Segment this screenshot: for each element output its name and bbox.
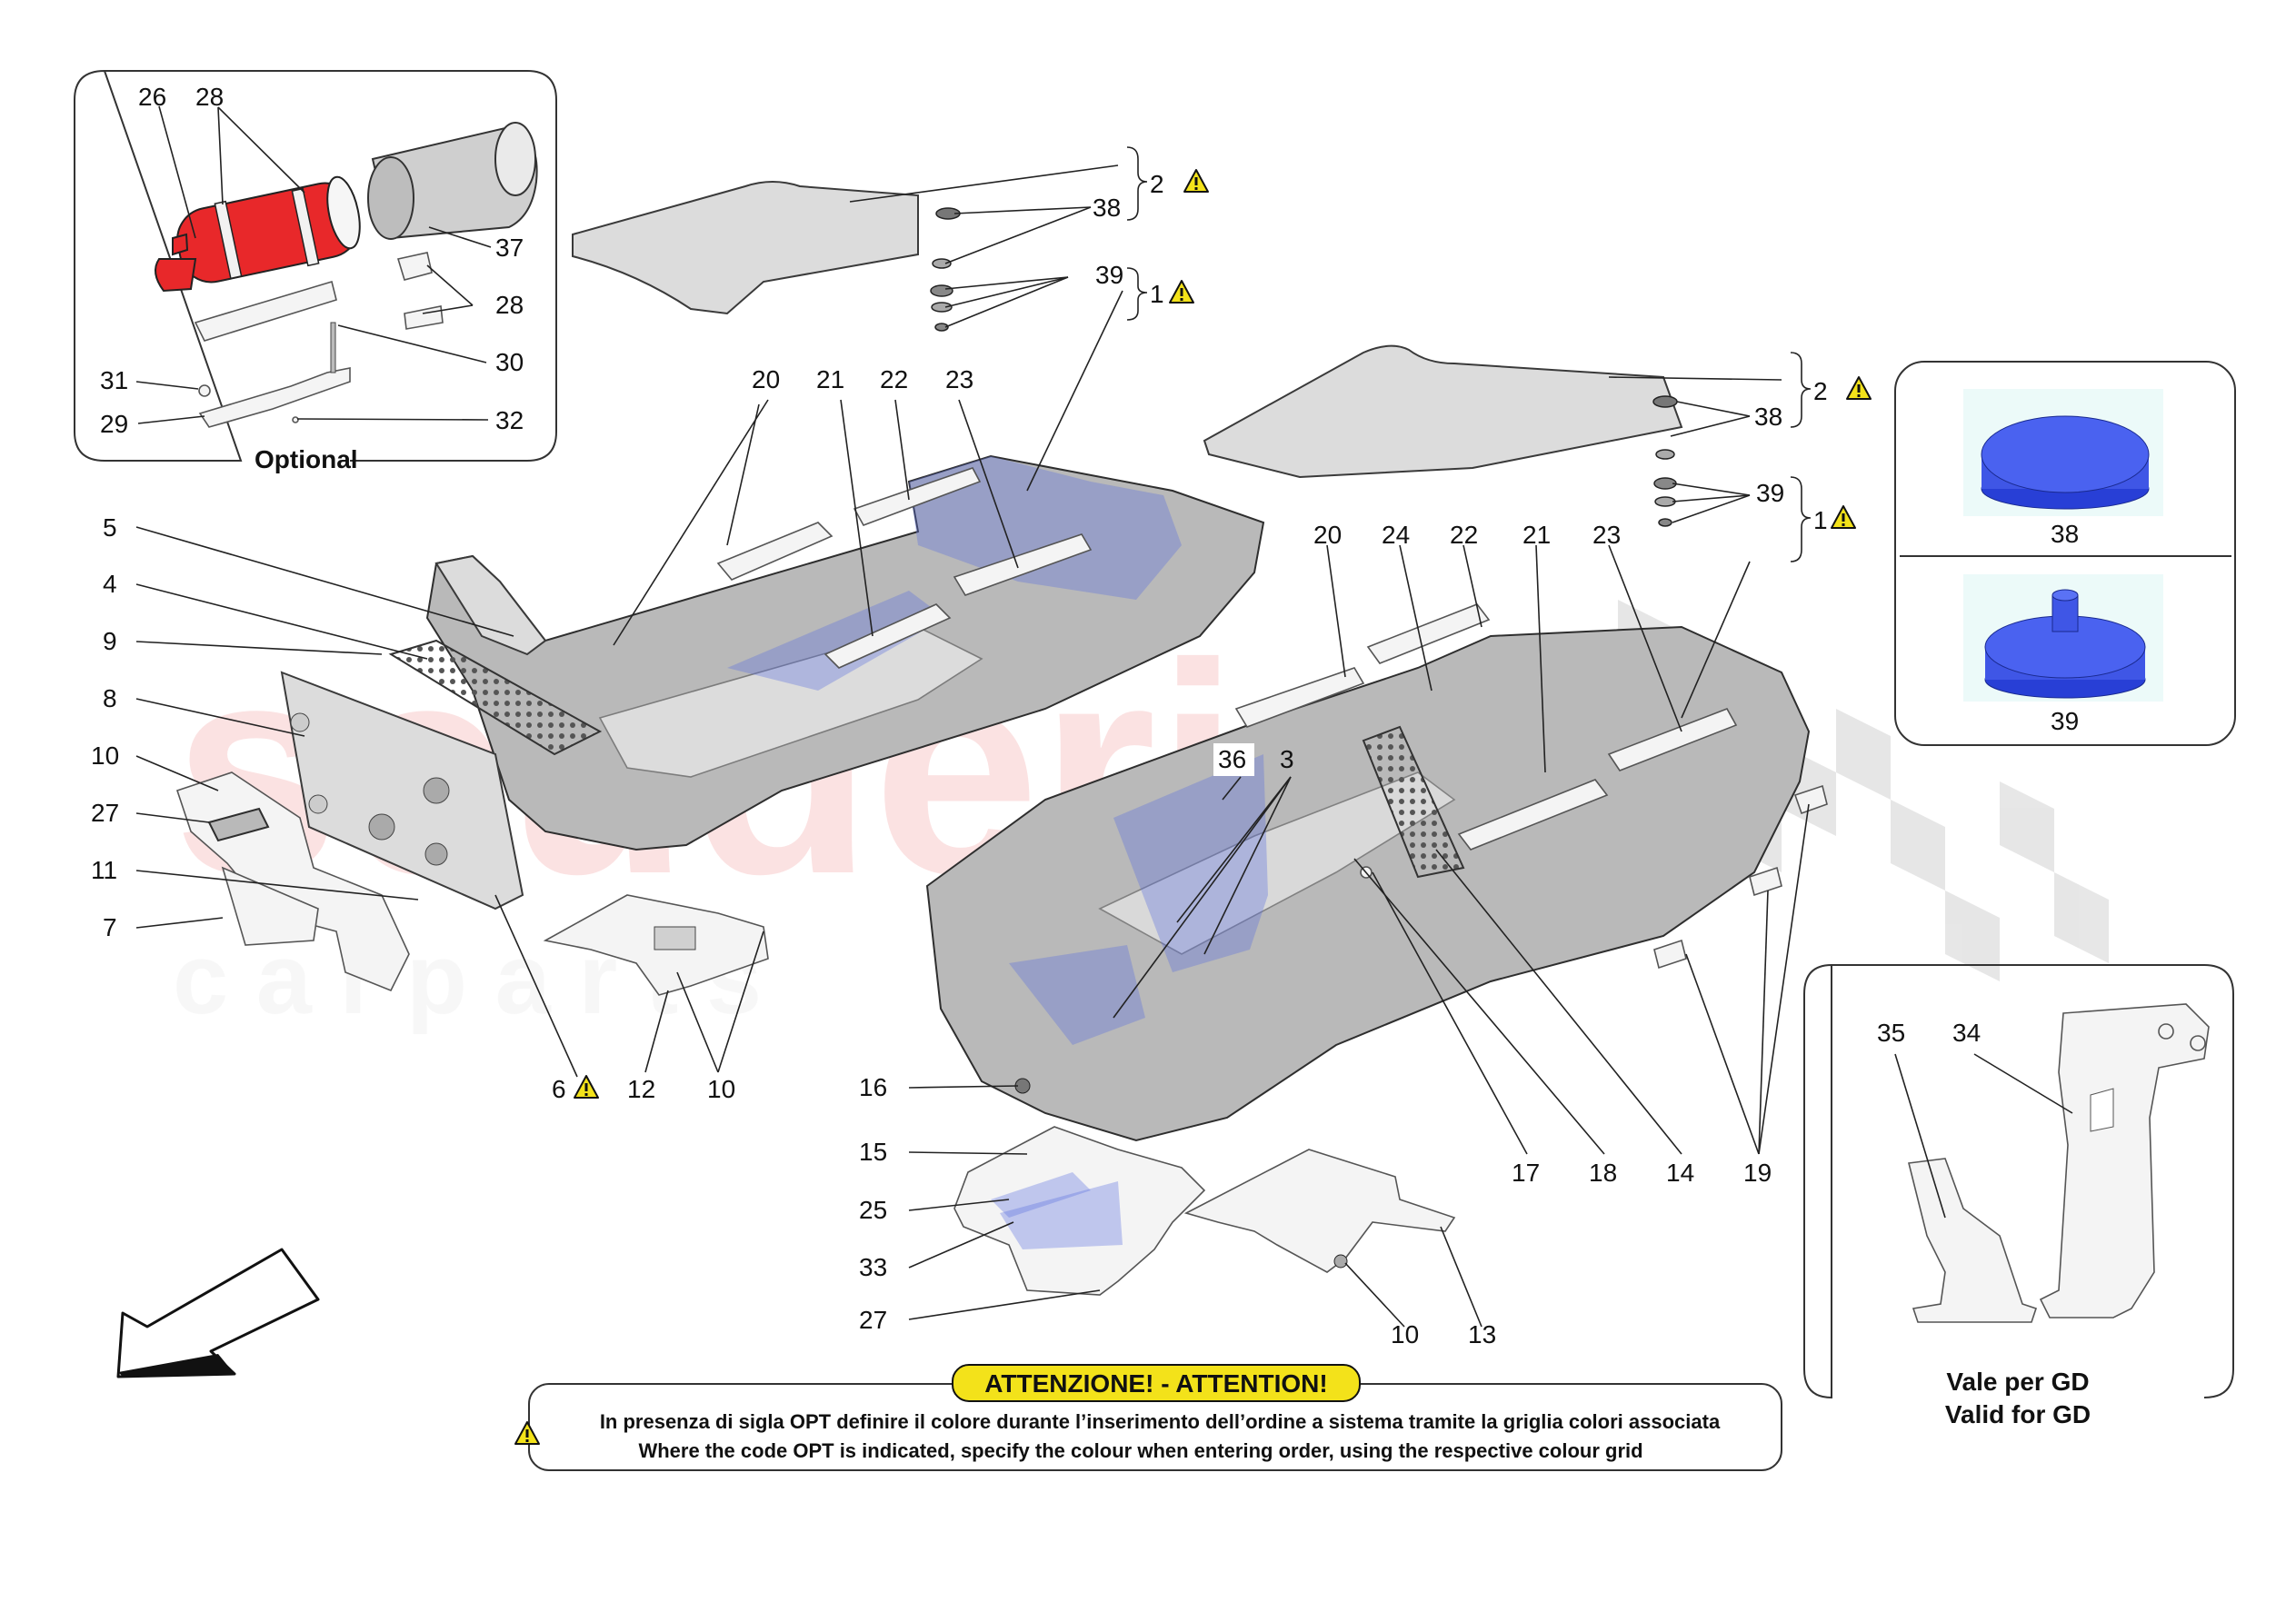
- callout-9: 9: [103, 627, 117, 655]
- left-sill-trims: [716, 467, 1093, 669]
- warning-triangle-icon: [1831, 505, 1856, 529]
- fastener-stack-right: [1652, 395, 1678, 527]
- right-callouts: 20 24 22 21 23 36 3 16 15 25 33 27 10 13…: [859, 521, 1810, 1348]
- callout-26: 26: [138, 83, 166, 111]
- right-small-clips: [1360, 784, 1828, 970]
- callout-1: 1: [1150, 280, 1164, 308]
- callout-20: 20: [752, 365, 780, 393]
- fastener-detail-box: 38 39: [1894, 361, 2236, 746]
- callout-1: 1: [1813, 506, 1828, 534]
- optional-label: Optional: [255, 445, 358, 473]
- callout-27: 27: [859, 1306, 887, 1334]
- gd-bracket-34: [2039, 1003, 2210, 1318]
- callout-19: 19: [1743, 1159, 1772, 1187]
- warning-triangle-icon: [1846, 376, 1872, 400]
- callout-29: 29: [100, 410, 128, 438]
- fastener-39-image: [1984, 589, 2146, 699]
- left-vent-grille: [388, 639, 603, 756]
- callout-20: 20: [1313, 521, 1342, 549]
- callout-21: 21: [816, 365, 844, 393]
- optional-box-frame: [74, 69, 557, 462]
- callout-23: 23: [945, 365, 973, 393]
- callout-34: 34: [1952, 1019, 1981, 1047]
- callout-28: 28: [195, 83, 224, 111]
- callout-10: 10: [91, 741, 119, 770]
- left-side-panel: [280, 671, 524, 911]
- callout-24: 24: [1382, 521, 1410, 549]
- callout-39: 39: [1756, 479, 1784, 507]
- callout-4: 4: [103, 570, 117, 598]
- callout-39: 39: [1095, 261, 1123, 289]
- callout-27: 27: [91, 799, 119, 827]
- callout-18: 18: [1589, 1159, 1617, 1187]
- warning-triangle-icon: [1183, 169, 1209, 193]
- callout-17: 17: [1512, 1159, 1540, 1187]
- callout-3: 3: [1280, 745, 1294, 773]
- callout-38: 38: [2051, 520, 2079, 548]
- gd-bracket-35: [1908, 1158, 2038, 1323]
- right-carpet-tub: [925, 625, 1811, 1142]
- left-callouts: 20 21 22 23 5 4 9 8 10 27 11 7 6 12 10: [91, 290, 1123, 1103]
- callout-6: 6: [552, 1075, 566, 1103]
- callout-22: 22: [880, 365, 908, 393]
- fastener-38-image: [1981, 415, 2150, 510]
- callout-23: 23: [1592, 521, 1621, 549]
- right-floor-mat: [1203, 344, 1683, 479]
- attention-english-text: Where the code OPT is indicated, specify…: [638, 1439, 1642, 1462]
- optional-extinguisher-box: 26 28 37 28 30 31 29 32 Optional: [74, 69, 557, 473]
- callout-25: 25: [859, 1196, 887, 1224]
- extinguisher-cover: [367, 122, 538, 240]
- callout-31: 31: [100, 366, 128, 394]
- callout-2: 2: [1813, 377, 1828, 405]
- callout-22: 22: [1450, 521, 1478, 549]
- attention-title: ATTENZIONE! - ATTENTION!: [984, 1369, 1327, 1398]
- gd-label-it: Vale per GD: [1946, 1368, 2089, 1396]
- callout-13: 13: [1468, 1320, 1496, 1348]
- fastener-stack-left: [930, 207, 961, 332]
- callout-10: 10: [707, 1075, 735, 1103]
- attention-italian-text: In presenza di sigla OPT definire il col…: [600, 1410, 1721, 1433]
- callout-14: 14: [1666, 1159, 1694, 1187]
- callout-37: 37: [495, 234, 524, 262]
- blue-overlay: [909, 456, 1182, 600]
- callout-28: 28: [495, 291, 524, 319]
- fire-extinguisher: [155, 175, 361, 293]
- callout-38: 38: [1093, 194, 1121, 222]
- callout-2: 2: [1150, 170, 1164, 198]
- left-bracket-assembly: [175, 771, 410, 992]
- callout-7: 7: [103, 913, 117, 941]
- callout-39: 39: [2051, 707, 2079, 735]
- callout-11: 11: [91, 856, 117, 884]
- callout-30: 30: [495, 348, 524, 376]
- blue-overlay: [1113, 754, 1268, 972]
- callout-5: 5: [103, 513, 117, 542]
- callout-32: 32: [495, 406, 524, 434]
- right-vent-grille: [1362, 725, 1465, 879]
- callout-21: 21: [1522, 521, 1551, 549]
- callout-36: 36: [1218, 745, 1246, 773]
- left-floor-mat: [572, 181, 919, 315]
- callout-10: 10: [1391, 1320, 1419, 1348]
- callout-8: 8: [103, 684, 117, 712]
- gd-label-en: Valid for GD: [1945, 1400, 2091, 1428]
- left-mounting-frame: [543, 894, 769, 996]
- direction-arrow-icon: [116, 1248, 320, 1378]
- callout-38: 38: [1754, 403, 1782, 431]
- callout-15: 15: [859, 1138, 887, 1166]
- callout-16: 16: [859, 1073, 887, 1101]
- warning-triangle-icon: [574, 1075, 599, 1099]
- callout-35: 35: [1877, 1019, 1905, 1047]
- right-sill-trims: [1234, 603, 1738, 851]
- right-bottom-brackets: [953, 1078, 1456, 1296]
- callout-12: 12: [627, 1075, 655, 1103]
- warning-triangle-icon: [1169, 280, 1194, 304]
- attention-note: ATTENZIONE! - ATTENTION! In presenza di …: [514, 1364, 1782, 1471]
- top-fastener-callouts: 2 38 39 1 2 38 39 1: [849, 146, 1872, 562]
- gd-variant-box: 35 34 Vale per GD Valid for GD: [1803, 963, 2234, 1428]
- callout-33: 33: [859, 1253, 887, 1281]
